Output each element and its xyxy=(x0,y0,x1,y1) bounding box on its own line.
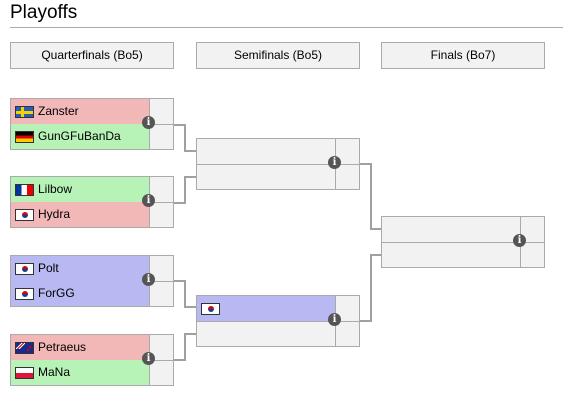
france-flag-icon xyxy=(15,184,34,196)
korea-flag-icon xyxy=(15,288,34,300)
germany-flag-icon xyxy=(15,131,34,143)
bracket-connector xyxy=(370,254,382,256)
korea-flag-icon xyxy=(15,209,34,221)
match-info-icon[interactable]: i xyxy=(328,313,341,326)
player-slot-mana[interactable]: MaNa xyxy=(11,360,150,385)
poland-flag-icon xyxy=(15,367,34,379)
quarterfinal-match-3: Polt ForGG i xyxy=(10,255,174,307)
match-info-icon[interactable]: i xyxy=(513,234,526,247)
sweden-flag-icon xyxy=(15,106,34,118)
final-match: i xyxy=(381,216,545,268)
player-name: Petraeus xyxy=(38,340,87,354)
slot-divider xyxy=(197,321,359,322)
quarterfinal-match-4: Petraeus MaNa i xyxy=(10,334,174,386)
player-slot-zanster[interactable]: Zanster xyxy=(11,99,150,124)
player-slot-empty[interactable] xyxy=(197,139,336,164)
player-slot-gungfubanda[interactable]: GunGFuBanDa xyxy=(11,124,150,149)
player-slot-lilbow[interactable]: Lilbow xyxy=(11,177,150,202)
match-info-icon[interactable]: i xyxy=(142,194,155,207)
semifinal-match-1: i xyxy=(196,138,360,190)
page-title: Playoffs xyxy=(10,2,78,23)
player-slot-forgg[interactable]: ForGG xyxy=(11,281,150,306)
player-slot-empty[interactable] xyxy=(197,164,336,189)
bracket-connector xyxy=(184,176,186,204)
bracket-connector xyxy=(184,176,197,178)
player-name: Lilbow xyxy=(38,182,73,196)
player-name: Polt xyxy=(38,261,59,275)
bracket-connector xyxy=(184,150,197,152)
player-slot-empty[interactable] xyxy=(382,217,521,242)
player-name: GunGFuBanDa xyxy=(38,129,121,143)
bracket-connector xyxy=(184,124,186,152)
match-info-icon[interactable]: i xyxy=(328,156,341,169)
bracket-connector xyxy=(184,280,186,308)
player-name: Hydra xyxy=(38,207,71,221)
bracket-connector xyxy=(184,333,197,335)
bracket-connector xyxy=(370,228,382,230)
korea-flag-icon xyxy=(15,263,34,275)
slot-divider xyxy=(197,164,359,165)
bracket-connector xyxy=(184,306,197,308)
bracket-connector xyxy=(184,333,186,361)
player-name: ForGG xyxy=(38,286,75,300)
new-zealand-flag-icon xyxy=(15,342,34,354)
bracket-connector xyxy=(370,163,372,229)
semifinal-match-2: i xyxy=(196,295,360,347)
round-header-finals: Finals (Bo7) xyxy=(381,42,545,69)
player-slot-polt[interactable]: Polt xyxy=(11,256,150,281)
korea-flag-icon xyxy=(201,303,220,315)
player-slot-empty[interactable] xyxy=(197,321,336,346)
match-info-icon[interactable]: i xyxy=(142,352,155,365)
quarterfinal-match-1: Zanster GunGFuBanDa i xyxy=(10,98,174,150)
bracket-connector xyxy=(370,254,372,322)
round-header-semifinals: Semifinals (Bo5) xyxy=(196,42,360,69)
match-info-icon[interactable]: i xyxy=(142,273,155,286)
match-info-icon[interactable]: i xyxy=(142,116,155,129)
player-name: MaNa xyxy=(38,365,71,379)
player-slot-empty[interactable] xyxy=(382,242,521,267)
round-header-quarterfinals: Quarterfinals (Bo5) xyxy=(10,42,174,69)
quarterfinal-match-2: Lilbow Hydra i xyxy=(10,176,174,228)
title-divider xyxy=(10,27,563,28)
player-slot-tbd[interactable] xyxy=(197,296,336,321)
player-slot-hydra[interactable]: Hydra xyxy=(11,202,150,227)
player-name: Zanster xyxy=(38,104,79,118)
player-slot-petraeus[interactable]: Petraeus xyxy=(11,335,150,360)
slot-divider xyxy=(382,242,544,243)
